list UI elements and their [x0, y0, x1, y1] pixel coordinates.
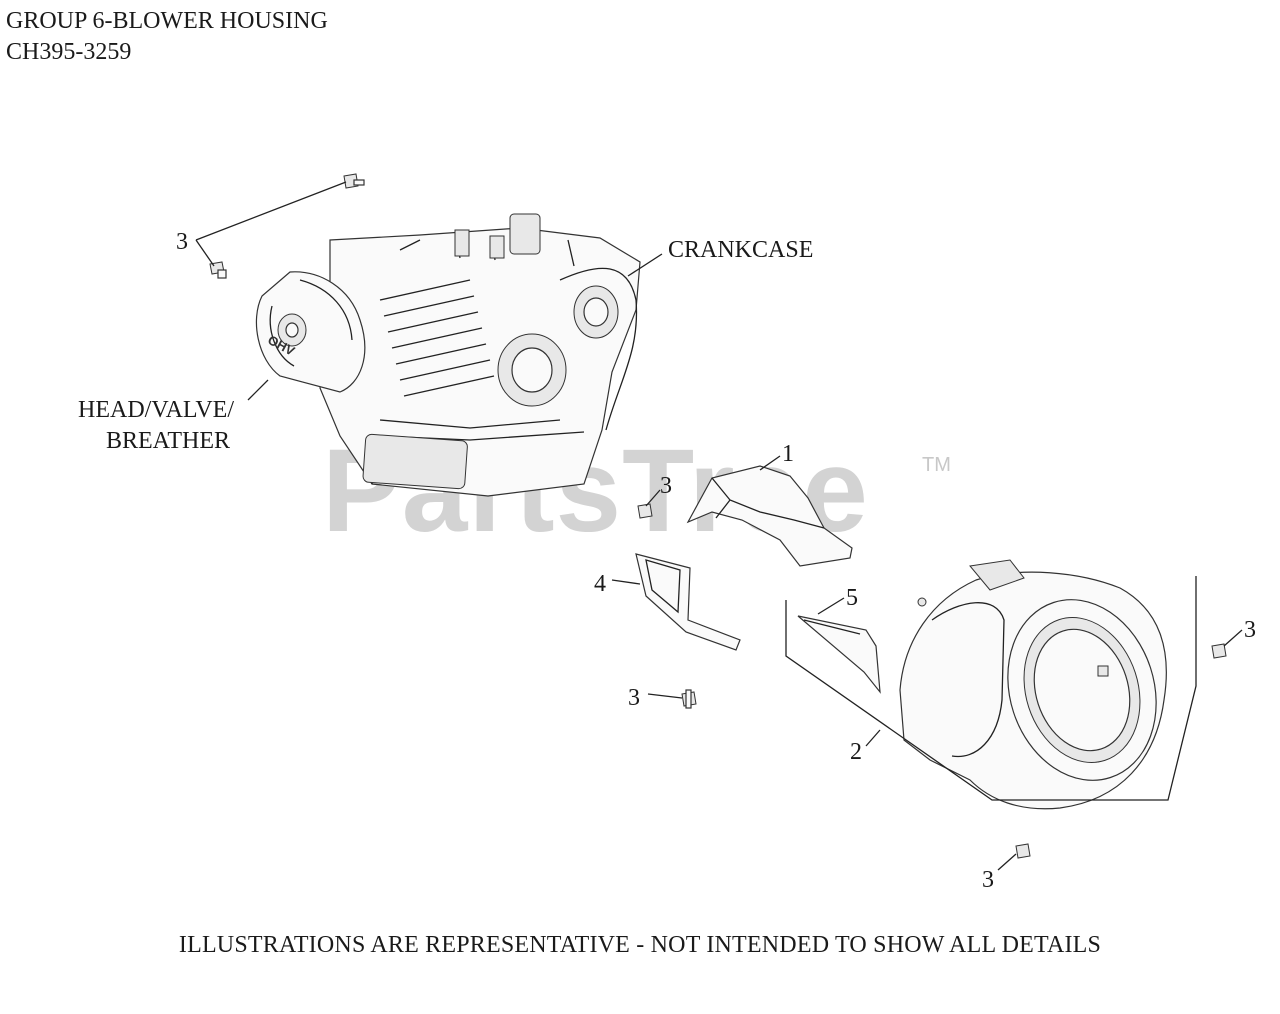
- bolt-3-bottom: [1015, 843, 1031, 859]
- callout-3-right: 3: [1244, 617, 1256, 643]
- label-head-valve: HEAD/VALVE/: [78, 397, 235, 423]
- callout-3-lower: 3: [628, 685, 640, 711]
- model-number: CH395-3259: [6, 39, 132, 65]
- bolt-3-top: [343, 173, 365, 189]
- bolt-3-middle: [637, 503, 653, 519]
- part-5-baffle: [797, 615, 881, 694]
- page-title: GROUP 6-BLOWER HOUSING CH395-3259: [6, 6, 328, 68]
- label-crankcase: CRANKCASE: [668, 237, 814, 263]
- bolt-3-right: [1211, 643, 1227, 659]
- group-outline: [785, 576, 1197, 801]
- trademark-mark: TM: [922, 454, 951, 476]
- callout-5: 5: [846, 585, 858, 611]
- callout-2: 2: [850, 739, 862, 765]
- leader-lines: [195, 181, 1243, 871]
- label-breather: BREATHER: [106, 428, 231, 454]
- group-title: GROUP 6-BLOWER HOUSING: [6, 8, 328, 34]
- callout-1: 1: [782, 441, 794, 467]
- part-2-blower-housing: [899, 559, 1167, 810]
- engine-illustration: OHV: [255, 213, 641, 497]
- part-4-baffle: [635, 553, 741, 651]
- callout-4: 4: [594, 571, 606, 597]
- disclaimer-footer: ILLUSTRATIONS ARE REPRESENTATIVE - NOT I…: [178, 932, 1102, 958]
- callout-3-bottom: 3: [982, 867, 994, 893]
- part-1-shroud: [686, 465, 853, 567]
- callout-3-left: 3: [176, 229, 188, 255]
- callout-3-middle: 3: [660, 473, 672, 499]
- bolt-3-lower: [681, 689, 697, 709]
